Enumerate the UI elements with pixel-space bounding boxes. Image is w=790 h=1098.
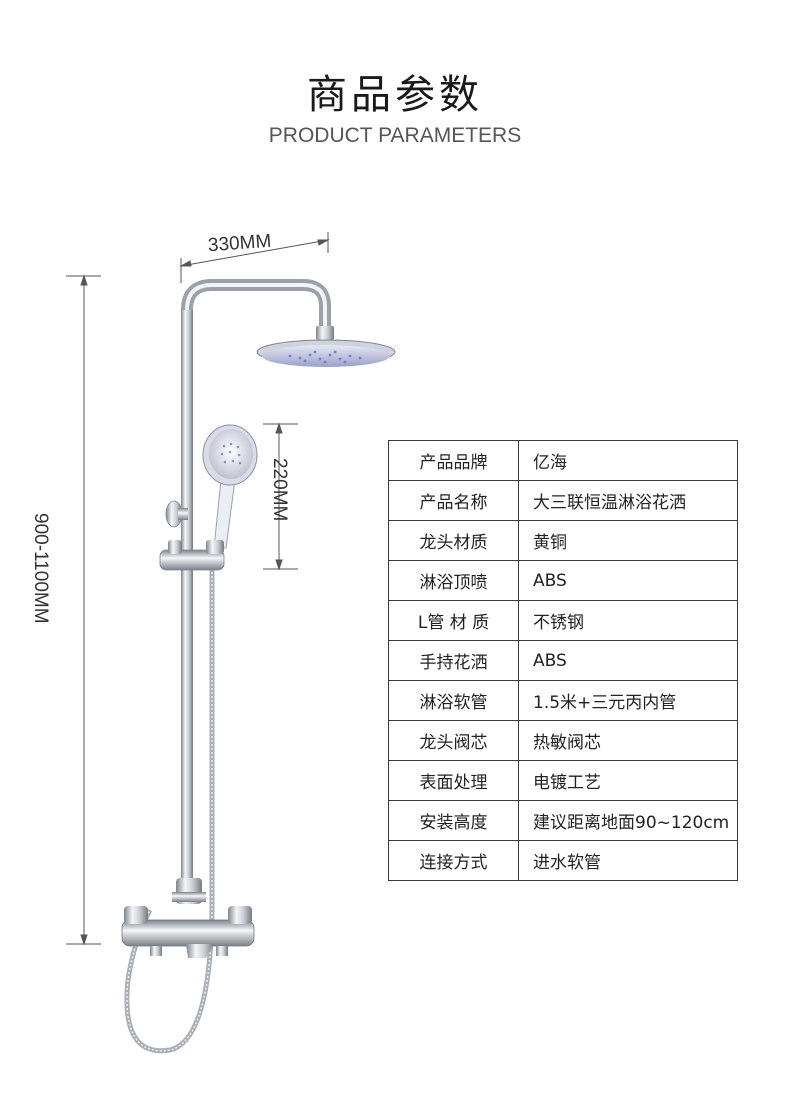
dimension-hand-shower bbox=[263, 422, 298, 571]
param-key: 龙头阀芯 bbox=[388, 720, 519, 761]
param-value: ABS bbox=[518, 640, 738, 681]
table-row: 安装高度建议距离地面90~120cm bbox=[388, 800, 738, 841]
param-value: 热敏阀芯 bbox=[518, 720, 738, 761]
param-key: L管 材 质 bbox=[388, 600, 519, 641]
riser-pipe bbox=[181, 308, 193, 896]
param-value: 不锈钢 bbox=[518, 600, 738, 641]
param-key: 手持花洒 bbox=[388, 640, 519, 681]
dimension-top-width bbox=[179, 232, 330, 283]
param-value: 大三联恒温淋浴花洒 bbox=[518, 480, 738, 521]
param-value: 电镀工艺 bbox=[518, 760, 738, 801]
param-key: 产品品牌 bbox=[388, 440, 519, 481]
param-value: 1.5米+三元丙内管 bbox=[518, 680, 738, 721]
dimension-overall-height bbox=[66, 274, 101, 946]
page-title: 商品参数 bbox=[307, 72, 483, 118]
table-row: 连接方式进水软管 bbox=[388, 840, 738, 881]
dimension-overall-height-label: 900-1100MM bbox=[30, 513, 51, 624]
table-row: 龙头阀芯热敏阀芯 bbox=[388, 720, 738, 761]
table-row: 表面处理电镀工艺 bbox=[388, 760, 738, 801]
l-pipe bbox=[181, 279, 331, 328]
rain-shower-head bbox=[256, 339, 396, 367]
page-subtitle: PRODUCT PARAMETERS bbox=[268, 124, 522, 147]
head-connector bbox=[316, 326, 334, 340]
param-key: 连接方式 bbox=[388, 840, 519, 881]
param-key: 产品名称 bbox=[388, 480, 519, 521]
param-value: 进水软管 bbox=[518, 840, 738, 881]
slide-holder bbox=[159, 540, 225, 571]
param-key: 安装高度 bbox=[388, 800, 519, 841]
param-key: 淋浴软管 bbox=[388, 680, 519, 721]
param-value: 黄铜 bbox=[518, 520, 738, 561]
param-value: ABS bbox=[518, 560, 738, 601]
hand-shower bbox=[202, 424, 258, 549]
table-row: 龙头材质黄铜 bbox=[388, 520, 738, 561]
shower-hose bbox=[124, 560, 215, 1054]
param-key: 龙头材质 bbox=[388, 520, 519, 561]
param-value: 建议距离地面90~120cm bbox=[518, 800, 738, 841]
param-value: 亿海 bbox=[518, 440, 738, 481]
dimension-top-width-label: 330MM bbox=[207, 230, 272, 257]
thermostatic-mixer bbox=[121, 906, 255, 958]
table-row: 产品品牌亿海 bbox=[388, 440, 738, 481]
dimension-hand-shower-label: 220MM bbox=[269, 458, 290, 522]
table-row: L管 材 质不锈钢 bbox=[388, 600, 738, 641]
param-key: 淋浴顶喷 bbox=[388, 560, 519, 601]
param-key: 表面处理 bbox=[388, 760, 519, 801]
table-row: 产品名称大三联恒温淋浴花洒 bbox=[388, 480, 738, 521]
wall-bracket bbox=[165, 500, 188, 528]
